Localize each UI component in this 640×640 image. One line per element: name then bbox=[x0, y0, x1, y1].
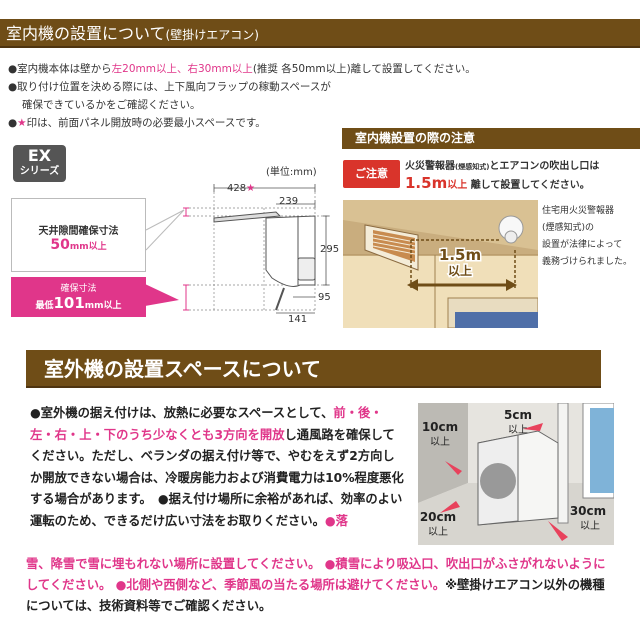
dim-value: 428 bbox=[227, 183, 247, 194]
distance-value: 1.5m bbox=[405, 174, 448, 192]
smoke-detector-illustration: 1.5m 以上 bbox=[343, 200, 538, 328]
highlight-text: 前・後・左・右・上・下のうち少なくとも3方向を開放 bbox=[30, 406, 383, 442]
unit: mm以上 bbox=[69, 242, 107, 252]
text-small: (煙感知式) bbox=[455, 163, 490, 171]
prefix: 最低 bbox=[35, 301, 54, 311]
note-line: 義務づけられました。 bbox=[542, 257, 633, 267]
star-icon: ★ bbox=[246, 183, 256, 194]
bullet-3: ●★印は、前面パネル開放時の必要最小スペースです。 bbox=[8, 114, 428, 132]
dim-bottom-a: 95 bbox=[318, 292, 331, 303]
distance: 1.5m以上 bbox=[405, 174, 467, 192]
unit: mm以上 bbox=[84, 301, 122, 311]
clearance-front-label: 以上 bbox=[428, 526, 448, 538]
note-line: 住宅用火災警報器 bbox=[542, 206, 615, 216]
bullet-text: (推奨 各50mm以上)離して設置してください。 bbox=[252, 63, 476, 75]
indoor-bullets: ●室内機本体は壁から左20mm以上、右30mm以上(推奨 各50mm以上)離して… bbox=[8, 60, 476, 132]
smoke-detector-note: 住宅用火災警報器 (煙感知式)の 設置が法律によって 義務づけられました。 bbox=[542, 203, 640, 271]
ceiling-clearance-value: 50mm以上 bbox=[12, 237, 145, 253]
text: 火災警報器 bbox=[405, 161, 455, 172]
clearance-back-value: 5cm bbox=[504, 408, 532, 422]
required-clearance-label: 確保寸法 bbox=[60, 284, 97, 294]
caution-badge: ご注意 bbox=[343, 160, 400, 188]
caution-line-1: 火災警報器(煙感知式)とエアコンの吹出し口は bbox=[405, 159, 599, 175]
value: 50 bbox=[50, 237, 70, 253]
bullet-text: 印は、前面パネル開放時の必要最小スペースです。 bbox=[26, 117, 266, 129]
bullet-text: ● bbox=[8, 117, 18, 129]
outdoor-unit-illustration: 10cm 以上 5cm 以上 20cm 以上 30cm 以上 bbox=[418, 403, 614, 545]
caution-panel-header: 室内機設置の際の注意 bbox=[342, 128, 640, 149]
clearance-left-value: 10cm bbox=[422, 420, 458, 434]
clearance-right-label: 以上 bbox=[580, 520, 600, 532]
highlight-text: ●落 bbox=[324, 513, 348, 528]
outdoor-section-header: 室外機の設置スペースについて bbox=[26, 350, 601, 388]
value: 101 bbox=[53, 294, 85, 312]
series-label: シリーズ bbox=[19, 166, 60, 177]
distance-label: 1.5m bbox=[439, 246, 481, 264]
bullet-2-cont: 確保できているかをご確認ください。 bbox=[22, 99, 201, 111]
dim-height: 295 bbox=[320, 244, 340, 255]
text: ※壁掛けエアコン以外の機種については、技術資料等でご確認ください。 bbox=[26, 578, 605, 613]
text: 離して設置してください。 bbox=[470, 180, 590, 191]
clearance-front-value: 20cm bbox=[420, 510, 456, 524]
highlight-text: 雪、降雪で雪に埋もれない場所に設置してください。 ●積雪により吸込口、吹出口がふ… bbox=[26, 557, 606, 592]
bullet-text: ●室内機本体は壁から bbox=[8, 63, 112, 75]
note-line: (煙感知式)の bbox=[542, 223, 595, 233]
clearance-left-label: 以上 bbox=[430, 436, 450, 448]
indoor-unit-side-diagram bbox=[183, 184, 330, 314]
bullet-2: ●取り付け位置を決める際には、上下風向フラップの稼動スペースが bbox=[8, 81, 331, 93]
required-clearance-box: 確保寸法 最低101mm以上 bbox=[11, 277, 146, 317]
dim-bottom-b: 141 bbox=[288, 314, 308, 325]
distance-unit-label: 以上 bbox=[448, 263, 472, 278]
indoor-section-header: 室内機の設置について(壁掛けエアコン) bbox=[0, 19, 640, 48]
clearance-back-label: 以上 bbox=[508, 424, 528, 436]
required-clearance-value: 最低101mm以上 bbox=[11, 294, 146, 312]
distance-unit: 以上 bbox=[447, 180, 468, 191]
bullet-1: ●室内機本体は壁から左20mm以上、右30mm以上(推奨 各50mm以上)離して… bbox=[8, 60, 476, 78]
outdoor-paragraph-2: 雪、降雪で雪に埋もれない場所に設置してください。 ●積雪により吸込口、吹出口がふ… bbox=[26, 554, 616, 617]
ceiling-clearance-label: 天井隙間確保寸法 bbox=[38, 226, 119, 237]
series-badge: EX シリーズ bbox=[13, 145, 66, 182]
dim-depth: 239 bbox=[279, 196, 299, 207]
unit-label: (単位:mm) bbox=[266, 167, 317, 178]
star-icon: ★ bbox=[17, 117, 27, 129]
dim-width: 428★ bbox=[227, 183, 255, 194]
text: とエアコンの吹出し口は bbox=[489, 161, 600, 172]
caution-text: 火災警報器(煙感知式)とエアコンの吹出し口は 1.5m以上 離して設置してくださ… bbox=[405, 159, 599, 194]
ceiling-clearance-box: 天井隙間確保寸法 50mm以上 bbox=[11, 198, 146, 272]
callout-pointer-icon bbox=[145, 209, 185, 251]
caution-line-2: 1.5m以上 離して設置してください。 bbox=[405, 175, 599, 194]
bullet-highlight: 左20mm以上、右30mm以上 bbox=[111, 63, 253, 75]
series-name: EX bbox=[27, 146, 52, 165]
note-line: 設置が法律によって bbox=[542, 240, 623, 250]
text: し通風路を確保してください。ただし、ベランダの据え付け等で、やむをえず2方向しか… bbox=[30, 427, 404, 528]
text: ●室外機の据え付けは、放熱に必要なスペースとして、 bbox=[30, 406, 334, 420]
callout-pointer-pink-icon bbox=[145, 284, 179, 306]
indoor-section-subtitle: (壁掛けエアコン) bbox=[165, 28, 259, 42]
clearance-right-value: 30cm bbox=[570, 504, 606, 518]
indoor-section-title: 室内機の設置について bbox=[6, 24, 166, 43]
outdoor-paragraph-1: ●室外機の据え付けは、放熱に必要なスペースとして、前・後・左・右・上・下のうち少… bbox=[30, 403, 405, 532]
